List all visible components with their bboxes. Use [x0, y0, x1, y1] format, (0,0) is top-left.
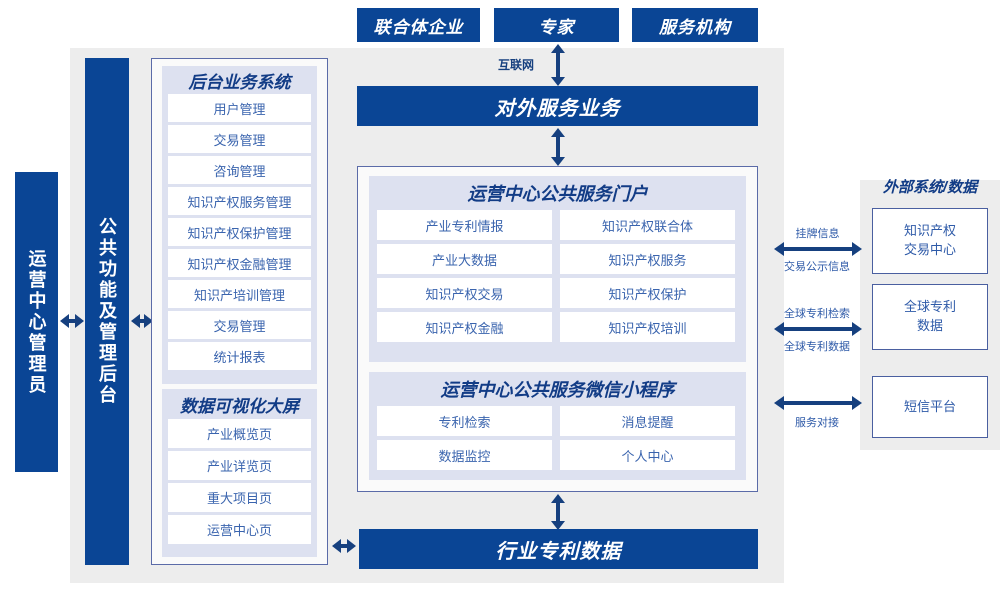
admin-to-public-arrow	[60, 312, 84, 330]
portal-item-label: 知识产权培训	[608, 320, 687, 336]
miniprogram-item-label: 消息提醒	[621, 414, 674, 430]
portal-item-5[interactable]: 知识产权保护	[560, 278, 735, 308]
portal-item-6[interactable]: 知识产权金融	[377, 312, 552, 342]
miniprogram-group: 运营中心公共服务微信小程序 专利检索 消息提醒 数据监控 个人中心	[369, 372, 746, 480]
visualization-item-2[interactable]: 重大项目页	[168, 483, 311, 512]
external-link-2-arrow	[774, 395, 862, 411]
portal-connector-arrow	[549, 128, 567, 166]
external-link-1-top-label: 全球专利检索	[784, 308, 850, 320]
miniprogram-item-3[interactable]: 个人中心	[560, 440, 735, 470]
portal-item-1[interactable]: 知识产权联合体	[560, 210, 735, 240]
backend-item-7[interactable]: 交易管理	[168, 311, 311, 339]
external-card-line2: 交易中心	[903, 242, 956, 257]
backend-item-label: 知识产培训管理	[193, 287, 285, 303]
visualization-item-1[interactable]: 产业详览页	[168, 451, 311, 480]
backend-item-3[interactable]: 知识产权服务管理	[168, 187, 311, 215]
backend-item-8[interactable]: 统计报表	[168, 342, 311, 370]
visualization-item-label: 重大项目页	[206, 491, 272, 506]
visualization-group: 数据可视化大屏 产业概览页 产业详览页 重大项目页 运营中心页	[162, 389, 317, 557]
left-actor-label: 运营中心管理员	[26, 248, 47, 396]
backend-item-4[interactable]: 知识产权保护管理	[168, 218, 311, 246]
backend-item-label: 知识产权金融管理	[187, 256, 292, 272]
external-link-1-bottom-label: 全球专利数据	[784, 341, 850, 353]
external-card-ip-exchange[interactable]: 知识产权 交易中心	[872, 208, 988, 274]
portal-item-label: 知识产权交易	[425, 286, 504, 302]
external-link-0-arrow	[774, 241, 862, 257]
actor-label: 联合体企业	[373, 17, 464, 37]
portal-item-label: 产业大数据	[431, 252, 497, 268]
external-link-2-bottom-label: 服务对接	[795, 417, 839, 429]
portal-item-label: 产业专利情报	[425, 218, 504, 234]
external-card-line1: 短信平台	[903, 398, 956, 414]
portal-item-3[interactable]: 知识产权服务	[560, 244, 735, 274]
miniprogram-item-2[interactable]: 数据监控	[377, 440, 552, 470]
internet-connector-arrow	[549, 44, 567, 86]
external-card-line2: 数据	[916, 318, 943, 333]
external-card-line1: 知识产权	[903, 223, 956, 239]
actor-box-expert[interactable]: 专家	[494, 8, 619, 42]
miniprogram-group-title: 运营中心公共服务微信小程序	[440, 380, 675, 400]
external-systems-title: 外部系统/数据	[882, 179, 978, 196]
actor-box-service-org[interactable]: 服务机构	[632, 8, 758, 42]
miniprogram-item-0[interactable]: 专利检索	[377, 406, 552, 436]
backend-item-label: 咨询管理	[213, 163, 266, 179]
backend-item-5[interactable]: 知识产权金融管理	[168, 249, 311, 277]
external-link-0-top-label: 挂牌信息	[795, 228, 840, 240]
backend-item-label: 交易管理	[213, 318, 266, 334]
public-to-backend-arrow	[131, 312, 153, 330]
internet-label: 互联网	[497, 58, 534, 72]
external-card-global-patent[interactable]: 全球专利 数据	[872, 284, 988, 350]
visualization-item-0[interactable]: 产业概览页	[168, 419, 311, 448]
miniprogram-item-1[interactable]: 消息提醒	[560, 406, 735, 436]
industry-data-label: 行业专利数据	[495, 540, 622, 563]
miniprogram-item-label: 专利检索	[438, 414, 491, 430]
backend-item-1[interactable]: 交易管理	[168, 125, 311, 153]
portal-item-0[interactable]: 产业专利情报	[377, 210, 552, 240]
public-function-admin-bar[interactable]: 公共功能及管理后台	[85, 58, 129, 565]
portal-item-4[interactable]: 知识产权交易	[377, 278, 552, 308]
industry-patent-data-bar[interactable]: 行业专利数据	[359, 529, 758, 569]
backend-item-label: 知识产权保护管理	[187, 225, 292, 241]
actor-label: 专家	[538, 17, 575, 37]
external-service-label: 对外服务业务	[494, 97, 621, 120]
external-link-0-bottom-label: 交易公示信息	[784, 261, 850, 273]
visualization-item-3[interactable]: 运营中心页	[168, 515, 311, 544]
visualization-item-label: 产业详览页	[206, 459, 272, 474]
backend-group-title: 后台业务系统	[188, 72, 291, 92]
miniprogram-item-label: 数据监控	[438, 448, 491, 464]
portal-item-7[interactable]: 知识产权培训	[560, 312, 735, 342]
portal-item-2[interactable]: 产业大数据	[377, 244, 552, 274]
backend-to-industry-data-arrow	[332, 537, 356, 555]
external-card-line1: 全球专利	[903, 299, 956, 315]
portal-group-title: 运营中心公共服务门户	[467, 184, 648, 204]
portal-item-label: 知识产权金融	[425, 320, 504, 336]
backend-business-group: 后台业务系统 用户管理 交易管理 咨询管理 知识产权服务管理 知识产权保护管理 …	[162, 66, 317, 384]
actor-label: 服务机构	[659, 17, 731, 37]
backend-item-6[interactable]: 知识产培训管理	[168, 280, 311, 308]
backend-item-label: 交易管理	[213, 132, 266, 148]
actor-box-consortium[interactable]: 联合体企业	[357, 8, 480, 42]
backend-item-0[interactable]: 用户管理	[168, 94, 311, 122]
backend-item-label: 用户管理	[213, 101, 266, 117]
portal-item-label: 知识产权服务	[608, 252, 687, 268]
portal-group: 运营中心公共服务门户 产业专利情报 知识产权联合体 产业大数据 知识产权服务 知…	[369, 176, 746, 362]
public-function-label: 公共功能及管理后台	[97, 217, 117, 406]
portal-item-label: 知识产权联合体	[601, 218, 693, 234]
visualization-item-label: 产业概览页	[206, 427, 272, 442]
portal-item-label: 知识产权保护	[608, 286, 687, 302]
backend-item-label: 统计报表	[213, 349, 266, 365]
backend-item-2[interactable]: 咨询管理	[168, 156, 311, 184]
visualization-group-title: 数据可视化大屏	[180, 396, 299, 416]
external-link-1-arrow	[774, 321, 862, 337]
external-service-bar[interactable]: 对外服务业务	[357, 86, 758, 126]
left-actor-operations-admin[interactable]: 运营中心管理员	[15, 172, 58, 472]
backend-item-label: 知识产权服务管理	[187, 194, 292, 210]
external-card-sms-platform[interactable]: 短信平台	[872, 376, 988, 438]
center-to-industry-data-arrow	[549, 494, 567, 530]
visualization-item-label: 运营中心页	[206, 523, 272, 538]
miniprogram-item-label: 个人中心	[621, 448, 674, 464]
